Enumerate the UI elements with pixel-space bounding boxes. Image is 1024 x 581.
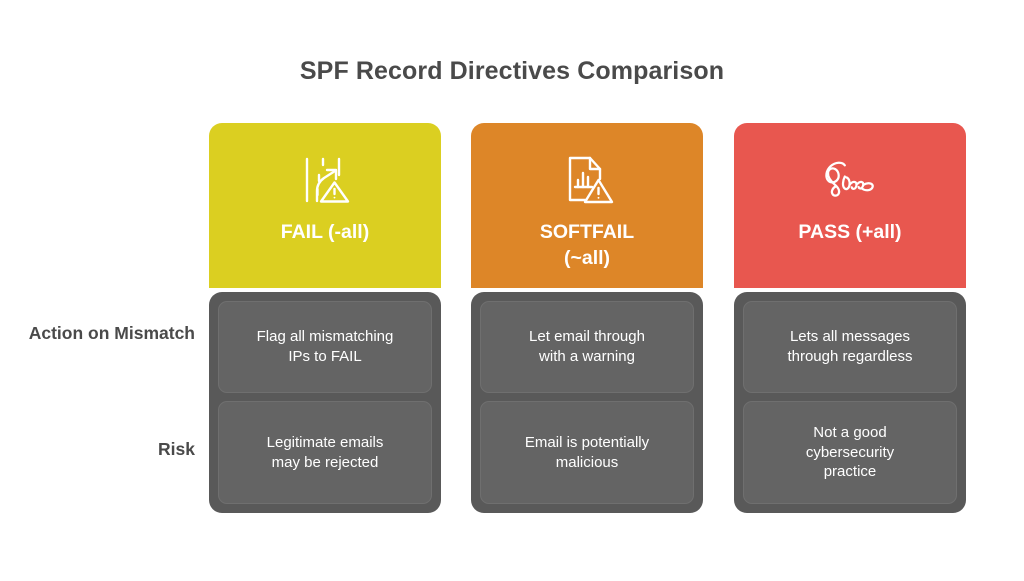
column-fail: FAIL (-all) Flag all mismatching IPs to … [209,123,441,513]
row-label-column: Action on Mismatch Risk [20,123,195,513]
column-body-pass: Lets all messages through regardless Not… [734,292,966,513]
column-title-pass: PASS (+all) [798,221,902,243]
column-body-fail: Flag all mismatching IPs to FAIL Legitim… [209,292,441,513]
comparison-matrix: Action on Mismatch Risk FAIL (-al [0,123,1024,513]
cell-text: Not a good cybersecurity practice [805,423,895,481]
cell-text: Email is potentially malicious [524,433,650,471]
row-label-action-on-mismatch: Action on Mismatch [28,323,195,343]
cell-text: Legitimate emails may be rejected [266,433,384,471]
cell-softfail-action: Let email through with a warning [480,301,694,393]
page-title: SPF Record Directives Comparison [299,57,725,85]
column-body-softfail: Let email through with a warning Email i… [471,292,703,513]
column-pass: PASS (+all) Lets all messages through re… [734,123,966,513]
cell-pass-action: Lets all messages through regardless [743,301,957,393]
sass-logo-icon [819,149,881,211]
cell-text: Let email through with a warning [529,328,645,365]
document-chart-warning-icon [556,149,618,211]
column-softfail: SOFTFAIL (~all) Let email through with a… [471,123,703,513]
column-title-softfail: SOFTFAIL (~all) [539,221,635,269]
column-header-pass: PASS (+all) [734,123,966,288]
cell-fail-action: Flag all mismatching IPs to FAIL [218,301,432,393]
column-header-fail: FAIL (-all) [209,123,441,288]
cell-pass-risk: Not a good cybersecurity practice [743,401,957,504]
cell-text: Lets all messages through regardless [787,328,913,365]
cell-softfail-risk: Email is potentially malicious [480,401,694,504]
road-merge-warning-icon [294,149,356,211]
row-label-risk: Risk [158,439,195,459]
column-title-fail: FAIL (-all) [280,221,370,243]
cell-fail-risk: Legitimate emails may be rejected [218,401,432,504]
column-header-softfail: SOFTFAIL (~all) [471,123,703,288]
cell-text: Flag all mismatching IPs to FAIL [256,328,394,365]
